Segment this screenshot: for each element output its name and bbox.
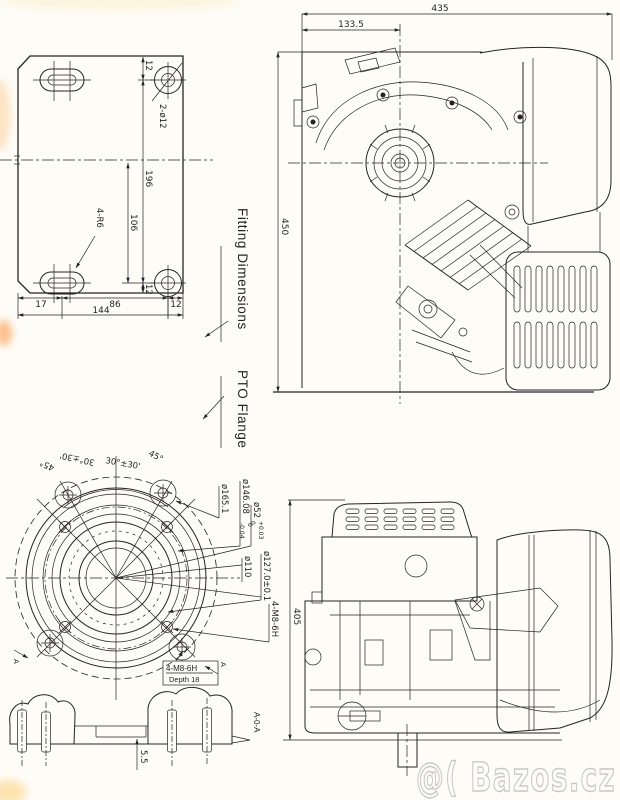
section-right-body <box>147 687 233 745</box>
dia-146-lower-tol: -0.04 <box>238 523 245 539</box>
dim-5-5: 5.5 <box>138 750 148 764</box>
plate-hole-top <box>150 62 186 102</box>
dia-52-lower-tol: 0 <box>249 521 256 525</box>
plate-bottom-dims <box>17 293 184 319</box>
dim-196: 196 <box>143 170 153 187</box>
section-left-body <box>9 694 76 745</box>
depth-box-line1: 4-M8-6H <box>166 664 197 673</box>
section-a-right: A <box>219 662 227 667</box>
angle-30-right: 30°±30' <box>104 456 141 472</box>
crankcase-outline <box>273 47 594 393</box>
dia-165-label: ø165.1 <box>219 484 229 514</box>
dim-12-bottom: 12 <box>143 284 153 295</box>
plate-slot-top <box>33 61 91 101</box>
angle-arc <box>63 489 169 508</box>
dim-86: 86 <box>109 300 121 310</box>
shroud-bolts <box>306 88 527 129</box>
tank-bracket <box>454 587 559 633</box>
angle-45-right: 45° <box>147 449 165 465</box>
section-a-left: A <box>12 659 20 664</box>
bazos-watermark: @( Bazos.cz <box>416 755 616 800</box>
dia-127-label: ø127.0±0.1 <box>261 551 271 601</box>
dia-110-label: ø110 <box>242 556 252 577</box>
depth-note-box: 4-M8-6H Depth 18 <box>162 650 219 686</box>
dia-146-upper-tol: 0 <box>246 523 253 527</box>
fuel-tank-side <box>496 529 613 733</box>
fuel-tank-front <box>479 46 612 252</box>
radius-note: 4-R6 <box>94 208 104 228</box>
muffler <box>505 251 611 391</box>
dim-435: 435 <box>431 4 448 14</box>
carburetor <box>395 285 505 375</box>
front-view: 435 133.5 450 <box>273 4 613 404</box>
dia-52-label: ø52 <box>251 502 261 518</box>
side-dims <box>283 499 562 741</box>
side-body <box>304 536 560 700</box>
plate-vertical-dims <box>122 56 154 294</box>
angle-45-left: 45° <box>38 457 56 472</box>
dim-450: 450 <box>279 218 289 235</box>
louvers <box>345 508 455 530</box>
cylinder-fins <box>404 199 532 299</box>
blower-cover <box>330 501 474 538</box>
dim-144: 144 <box>92 306 109 316</box>
front-dims <box>276 12 613 393</box>
callout-labels: Fitting Dimensions PTO Flange <box>202 208 250 449</box>
section-markers: A A <box>12 649 227 675</box>
dim-17: 17 <box>35 300 46 310</box>
dim-12-top: 12 <box>143 60 153 71</box>
pto-flange-view: 45° 30°±30' 30°±30' 45° ø165.1 ø146.08 0… <box>6 449 279 700</box>
dim-106: 106 <box>128 214 138 231</box>
diameter-callouts: ø165.1 ø146.08 0 -0.04 ø52 +0.03 0 ø110 … <box>167 479 279 643</box>
section-label: A-0-A <box>252 712 261 733</box>
fitting-dimensions-label: Fitting Dimensions <box>235 208 250 330</box>
depth-box-line2: Depth 18 <box>169 675 199 684</box>
hole-note: 2-ø12 <box>157 104 167 129</box>
angle-30-left: 30°±30' <box>59 450 96 467</box>
pto-shaft <box>397 724 418 776</box>
dia-52-upper-tol: +0.03 <box>257 521 264 540</box>
section-studs <box>17 698 212 766</box>
dia-146-label: ø146.08 <box>240 479 250 514</box>
side-view: 405 <box>283 499 613 776</box>
radius-leader <box>75 235 96 269</box>
dim-133-5: 133.5 <box>338 20 364 30</box>
engine-base <box>304 700 560 734</box>
dim-405: 405 <box>291 608 301 625</box>
pto-flange-label: PTO Flange <box>235 370 250 449</box>
m8-note-label: 4-M8-6H <box>269 601 279 637</box>
section-view: 5.5 A-0-A <box>9 687 261 770</box>
dim-12-right: 12 <box>170 300 181 310</box>
plate-view: 12 2-ø12 196 106 4-R6 12 17 86 12 144 <box>0 55 213 319</box>
flange-m8-holes <box>58 520 174 634</box>
flange-corner-holes <box>36 479 196 661</box>
